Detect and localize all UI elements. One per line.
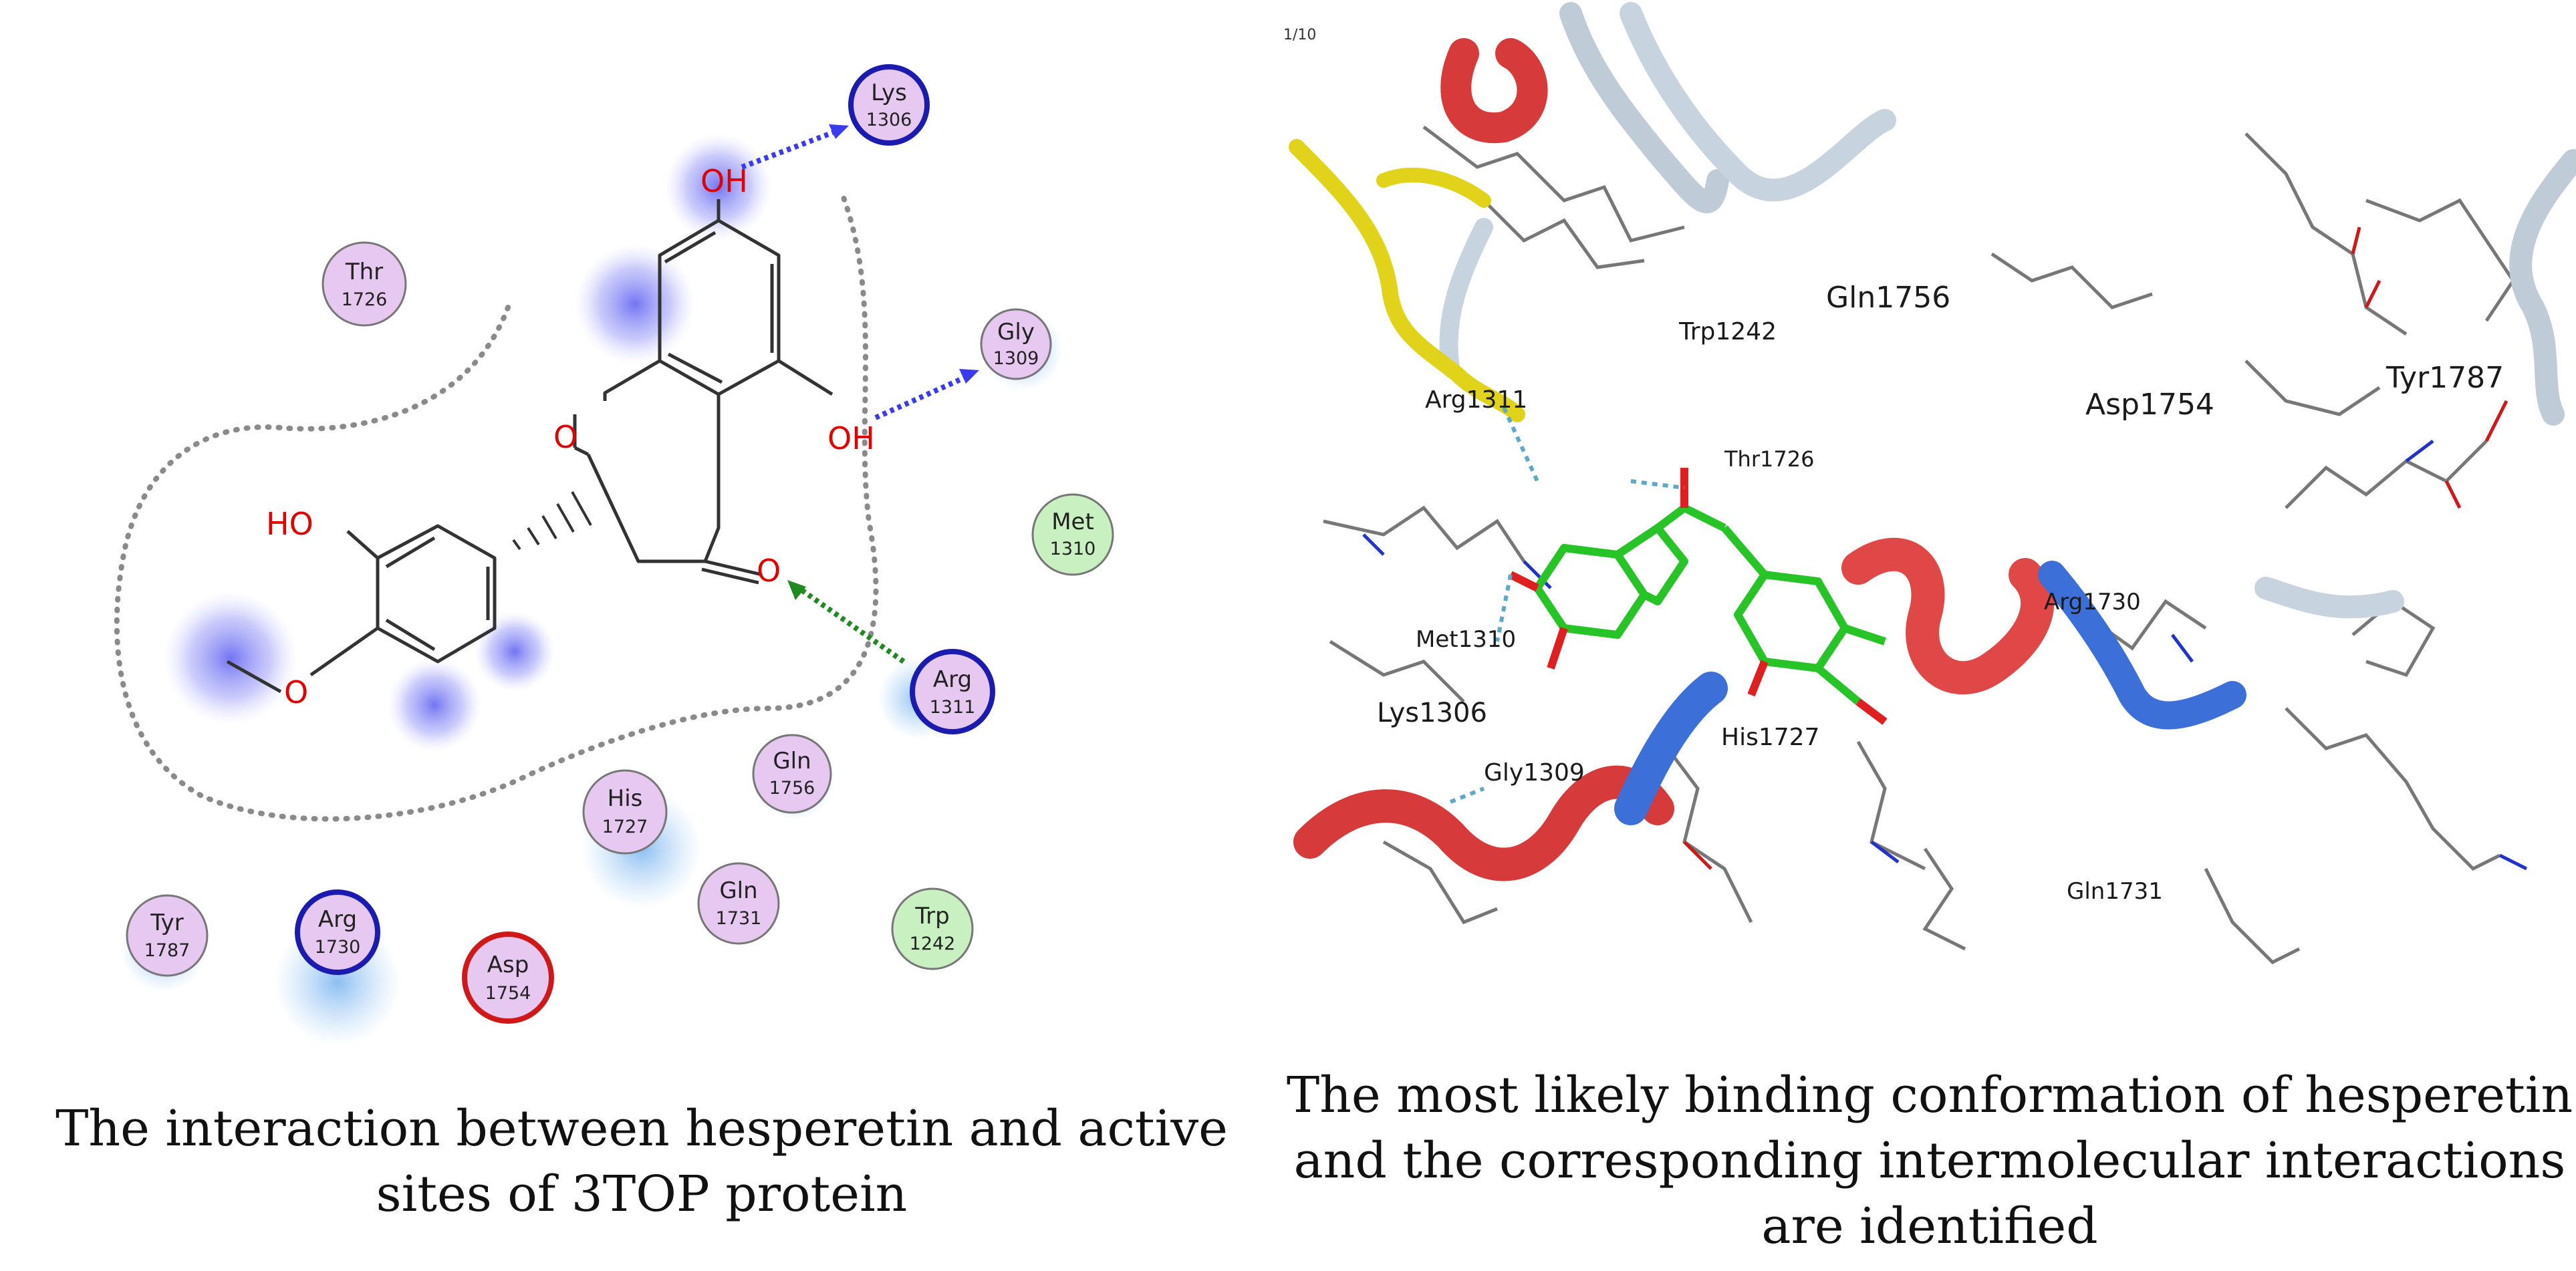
interaction-diagram: OH OH O O HO O Lys 1306 Gly 1309 Thr 172…	[114, 64, 1114, 1046]
left-caption: The interaction between hesperetin and a…	[55, 1100, 1228, 1223]
residue-gln1756: Gln 1756	[752, 734, 832, 814]
residue-gln1731: Gln 1731	[697, 862, 780, 945]
stereo-hash-bond	[512, 491, 592, 551]
residue-trp1242: Trp 1242	[891, 887, 974, 970]
residue-asp1754: Asp 1754	[462, 932, 554, 1024]
frame-counter: 1/10	[1283, 27, 1317, 43]
svg-text:1731: 1731	[716, 908, 762, 929]
pocket-contour	[114, 191, 879, 822]
ligand-exposure-halos	[164, 134, 772, 752]
residue-arg1311: Arg 1311	[910, 649, 995, 734]
svg-text:Gln: Gln	[773, 748, 811, 774]
coil-tubes	[1439, 2, 2576, 619]
label-lys1306: Lys1306	[1377, 698, 1487, 728]
svg-text:1730: 1730	[315, 937, 361, 958]
alpha-helices	[1293, 38, 2246, 881]
svg-text:1311: 1311	[930, 697, 976, 718]
label-thr1726: Thr1726	[1724, 446, 1814, 472]
hesperetin-ligand-3d	[1533, 504, 1886, 705]
residue-sticks-hetero	[1362, 227, 2528, 871]
right-caption: The most likely binding conformation of …	[1286, 1067, 2573, 1255]
residue-his1727: His 1727	[582, 769, 668, 855]
residue-labels-3d: Gln1756 Trp1242 Asp1754 Tyr1787 Arg1311 …	[1377, 281, 2504, 905]
residue-tyr1787: Tyr 1787	[126, 894, 209, 977]
atom-o-ketone: O	[757, 553, 781, 589]
residue-thr1726: Thr 1726	[321, 241, 407, 327]
svg-text:Arg: Arg	[318, 906, 357, 933]
residue-met1310: Met 1310	[1031, 493, 1114, 576]
atom-ho-left: HO	[266, 506, 313, 542]
interaction-diagram-panel: OH OH O O HO O Lys 1306 Gly 1309 Thr 172…	[0, 0, 1283, 1271]
svg-text:1754: 1754	[485, 983, 531, 1004]
residue-arg1730: Arg 1730	[295, 889, 380, 975]
atom-oh-right: OH	[827, 420, 875, 456]
label-arg1730: Arg1730	[2044, 589, 2141, 615]
label-gln1731: Gln1731	[2067, 878, 2163, 905]
svg-text:Arg: Arg	[933, 666, 972, 693]
svg-text:1787: 1787	[144, 940, 190, 961]
svg-text:1306: 1306	[866, 110, 912, 130]
binding-conformation-panel: Gln1756 Trp1242 Asp1754 Tyr1787 Arg1311 …	[1283, 0, 2576, 1271]
svg-text:1727: 1727	[602, 817, 648, 837]
atom-o-ring: O	[553, 419, 577, 455]
svg-text:Thr: Thr	[345, 259, 383, 285]
svg-text:1309: 1309	[993, 348, 1039, 369]
label-met1310: Met1310	[1416, 626, 1516, 653]
svg-text:1310: 1310	[1050, 539, 1096, 559]
hesperetin-structure	[226, 199, 833, 694]
svg-text:1726: 1726	[342, 289, 388, 310]
svg-text:Trp: Trp	[914, 903, 949, 930]
svg-text:1756: 1756	[769, 778, 815, 799]
svg-text:His: His	[608, 785, 643, 812]
residue-lys1306: Lys 1306	[848, 64, 930, 146]
label-his1727: His1727	[1721, 724, 1819, 751]
yellow-strand	[1289, 139, 1525, 422]
svg-text:Asp: Asp	[487, 952, 529, 978]
svg-text:Gly: Gly	[997, 319, 1035, 345]
hbond-dashes	[1449, 406, 1685, 804]
svg-text:Lys: Lys	[871, 80, 907, 106]
label-gly1309: Gly1309	[1484, 759, 1585, 787]
atom-oh-top: OH	[700, 163, 748, 199]
label-asp1754: Asp1754	[2085, 388, 2214, 422]
svg-text:1242: 1242	[910, 934, 956, 954]
label-trp1242: Trp1242	[1678, 318, 1777, 345]
label-arg1311: Arg1311	[1425, 386, 1527, 414]
hbond-arrows	[741, 124, 979, 664]
svg-text:Gln: Gln	[719, 877, 757, 904]
svg-text:Met: Met	[1051, 509, 1094, 535]
binding-3d-view: Gln1756 Trp1242 Asp1754 Tyr1787 Arg1311 …	[1289, 2, 2576, 965]
residue-discs: Lys 1306 Gly 1309 Thr 1726 Met 1310 Arg …	[126, 64, 1114, 1024]
atom-o-methoxy: O	[284, 674, 308, 710]
label-gln1756: Gln1756	[1826, 281, 1950, 315]
label-tyr1787: Tyr1787	[2386, 361, 2504, 395]
residue-gly1309: Gly 1309	[980, 308, 1052, 380]
svg-text:Tyr: Tyr	[150, 909, 184, 936]
